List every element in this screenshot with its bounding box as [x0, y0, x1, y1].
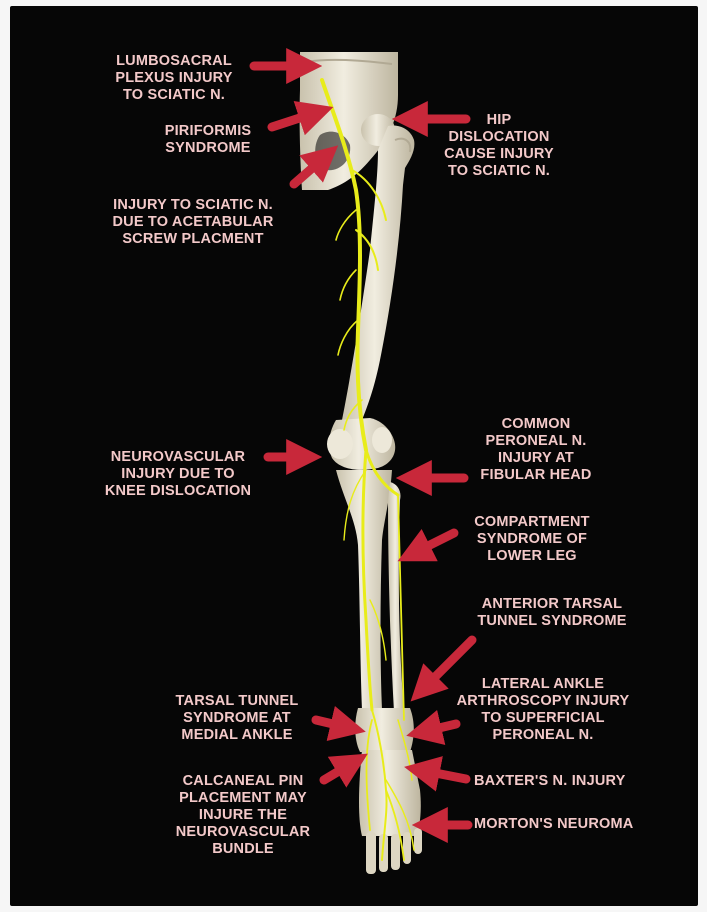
label-knee: NEUROVASCULAR INJURY DUE TO KNEE DISLOCA… [86, 449, 270, 500]
foot [355, 708, 422, 874]
label-anterior-tarsal: ANTERIOR TARSAL TUNNEL SYNDROME [454, 596, 650, 630]
arrow-compartment [412, 533, 454, 554]
label-morton: MORTON'S NEUROMA [474, 816, 633, 833]
label-peroneal: COMMON PERONEAL N. INJURY AT FIBULAR HEA… [464, 416, 608, 484]
label-hip: HIP DISLOCATION CAUSE INJURY TO SCIATIC … [424, 112, 574, 180]
arrow-calcaneal [324, 762, 354, 780]
label-acetabular: INJURY TO SCIATIC N. DUE TO ACETABULAR S… [96, 197, 290, 248]
label-calcaneal: CALCANEAL PIN PLACEMENT MAY INJURE THE N… [158, 773, 328, 858]
label-baxter: BAXTER'S N. INJURY [474, 773, 626, 790]
label-tarsal-medial: TARSAL TUNNEL SYNDROME AT MEDIAL ANKLE [160, 693, 314, 744]
label-piriformis: PIRIFORMIS SYNDROME [146, 123, 270, 157]
arrow-baxter [420, 770, 466, 779]
arrow-tarsal-medial [316, 720, 350, 728]
label-compartment: COMPARTMENT SYNDROME OF LOWER LEG [456, 514, 608, 565]
label-lateral-ankle: LATERAL ANKLE ARTHROSCOPY INJURY TO SUPE… [432, 676, 654, 744]
label-lumbosacral: LUMBOSACRAL PLEXUS INJURY TO SCIATIC N. [96, 53, 252, 104]
